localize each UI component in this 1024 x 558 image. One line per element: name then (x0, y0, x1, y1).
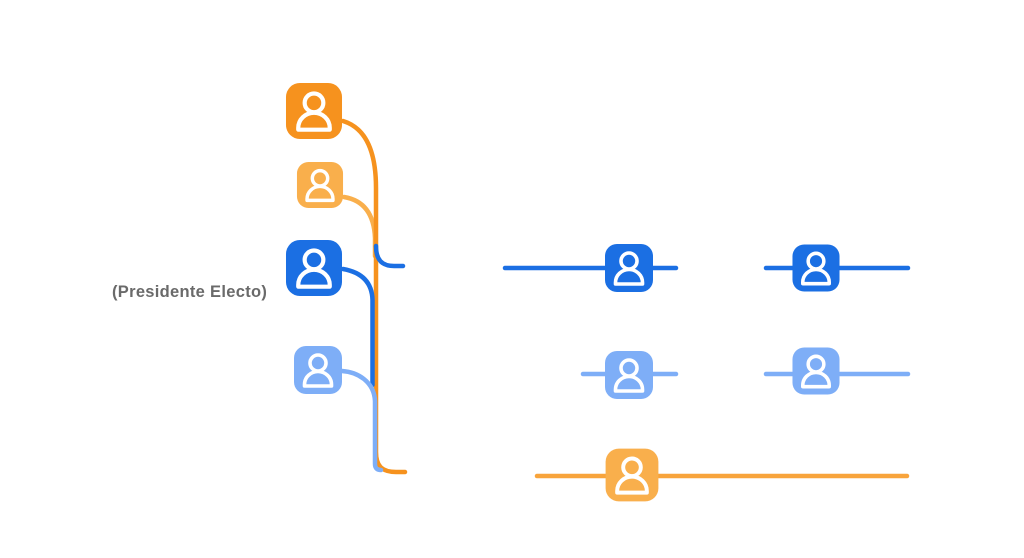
person-icon (305, 168, 335, 203)
person-icon (302, 353, 334, 388)
person-node-left-3-presidente-electo (285, 239, 343, 297)
person-icon (613, 358, 645, 393)
person-node-left-4 (294, 346, 342, 394)
person-icon (615, 456, 649, 495)
person-icon (296, 91, 332, 132)
person-icon (296, 248, 332, 289)
person-icon (801, 354, 831, 389)
person-node-blue-row-1 (605, 244, 653, 292)
connector-blue-trunk-to-row-stub (373, 243, 406, 269)
connector-amber-node2-to-trunk (341, 194, 378, 259)
person-node-blue-row-2 (792, 244, 840, 292)
person-node-left-2 (296, 161, 344, 209)
connector-blue-node3-to-trunk (340, 266, 375, 388)
connector-orange-node1-trunk-to-bottom-row (340, 118, 408, 475)
person-node-lightblue-row-2 (792, 347, 840, 395)
person-node-left-1 (285, 82, 343, 140)
person-node-orange-row-1 (605, 448, 659, 502)
person-icon (613, 251, 645, 286)
person-icon (801, 251, 831, 286)
presidente-electo-label: (Presidente Electo) (112, 283, 268, 301)
person-node-lightblue-row-1 (605, 351, 653, 399)
connector-lightblue-node4-to-trunk-bottom (339, 368, 384, 473)
